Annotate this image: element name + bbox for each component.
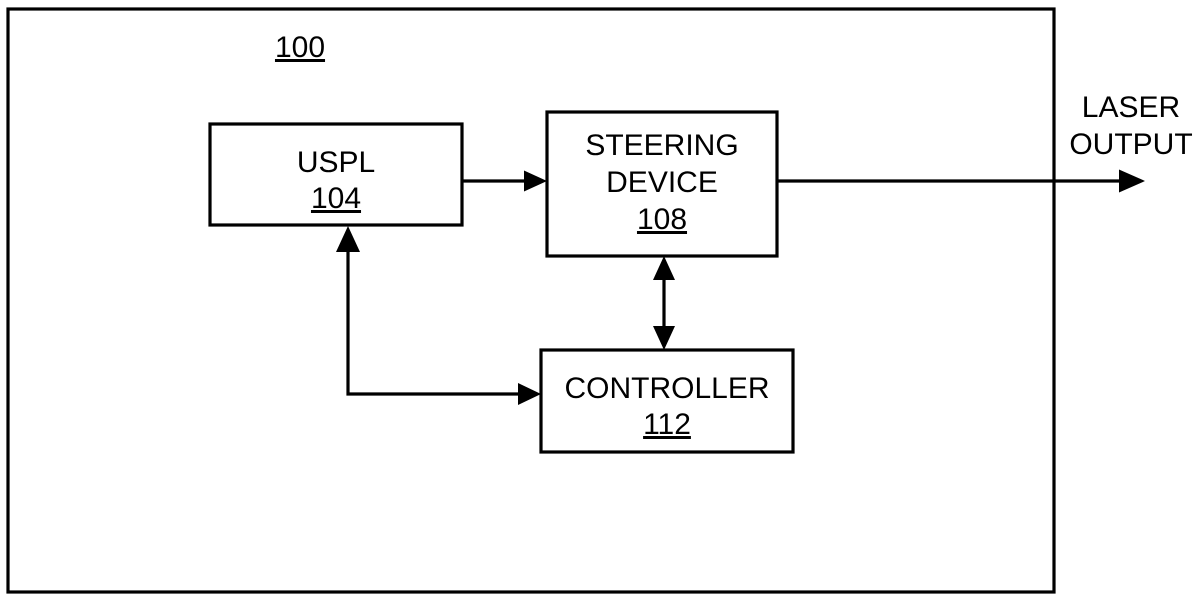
arrow-head-right [518, 383, 541, 405]
steering-device-block-ref: 108 [637, 203, 687, 236]
labels-layer: 100 LASER OUTPUT [275, 31, 1193, 161]
connector-steering-device-controller-bidirectional [653, 256, 675, 350]
uspl-block[interactable]: USPL 104 [208, 122, 464, 227]
controller-block-label: CONTROLLER [564, 372, 769, 405]
arrow-head-up [653, 256, 675, 280]
figure-number-label: 100 [275, 31, 325, 64]
steering-device-block-label-line2: DEVICE [606, 166, 718, 199]
figure-frame [6, 7, 1056, 594]
uspl-block-ref: 104 [311, 182, 361, 215]
arrow-head-right [524, 170, 547, 192]
laser-output-label-line2: OUTPUT [1069, 128, 1192, 161]
controller-block[interactable]: CONTROLLER 112 [539, 348, 795, 454]
uspl-block-rect[interactable] [208, 122, 464, 227]
arrow-head-down [653, 326, 675, 350]
connectors-layer [336, 169, 1145, 405]
controller-block-ref: 112 [643, 408, 691, 441]
arrow-head-right [1119, 169, 1145, 193]
laser-output-label-line1: LASER [1082, 91, 1180, 124]
connector-steering-device-to-laser-output [777, 169, 1145, 193]
connector-polyline [346, 240, 530, 396]
steering-device-block[interactable]: STEERING DEVICE 108 [545, 110, 779, 258]
controller-block-rect[interactable] [539, 348, 795, 454]
connector-uspl-to-steering-device [462, 170, 547, 192]
uspl-block-label: USPL [297, 146, 375, 179]
steering-device-block-label-line1: STEERING [585, 129, 738, 162]
blocks-layer: USPL 104 STEERING DEVICE 108 CONTROLLER … [208, 110, 795, 454]
arrow-head-up [336, 226, 360, 252]
connector-controller-uspl-feedback [336, 226, 541, 405]
steering-device-block-rect[interactable] [545, 110, 779, 258]
